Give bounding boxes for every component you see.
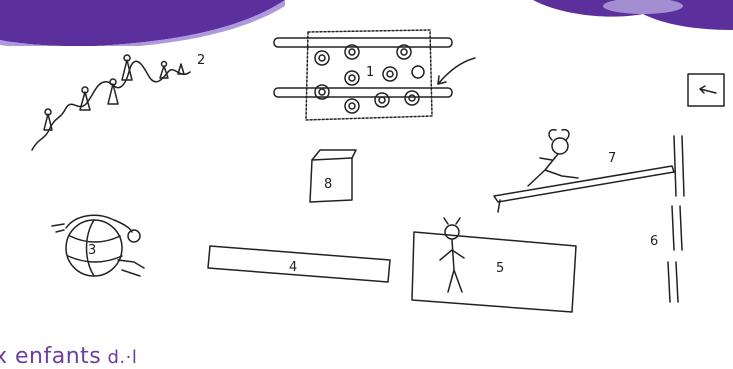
station-label-8: 8 bbox=[324, 177, 332, 192]
slide-caption: x enfants d.·l bbox=[0, 344, 137, 369]
station-label-5: 5 bbox=[496, 261, 504, 276]
station-gym-mat bbox=[412, 218, 576, 312]
station-label-6: 6 bbox=[650, 234, 658, 249]
station-label-7: 7 bbox=[608, 151, 616, 166]
station-label-1: 1 bbox=[366, 65, 374, 80]
station-label-4: 4 bbox=[289, 260, 297, 275]
station-inclined-plank bbox=[494, 130, 674, 212]
caption-large: x enfants bbox=[0, 344, 101, 369]
arrow-sign bbox=[688, 74, 724, 106]
course-diagram: 2 1 bbox=[0, 0, 733, 355]
station-balance-bench bbox=[208, 246, 390, 282]
obstacle-course-sketch: 2 1 bbox=[0, 0, 733, 355]
station-jump-box bbox=[310, 150, 356, 202]
station-cone-slalom bbox=[32, 55, 190, 150]
caption-small: d.·l bbox=[101, 347, 137, 368]
station-wall-bars bbox=[668, 136, 684, 302]
station-label-2: 2 bbox=[197, 53, 205, 68]
station-ball-rolling bbox=[52, 215, 144, 276]
station-label-3: 3 bbox=[88, 243, 96, 258]
station-ball-pit-mat bbox=[274, 30, 475, 120]
